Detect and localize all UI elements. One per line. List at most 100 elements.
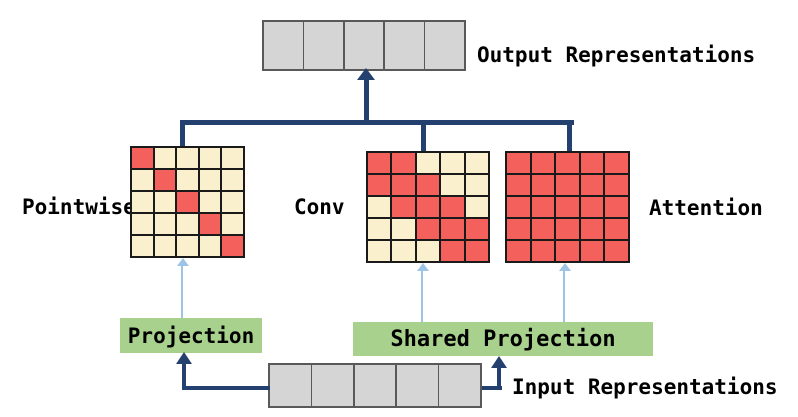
matrix-cell: [531, 153, 555, 173]
input-representations-row: [268, 363, 482, 408]
matrix-cell: [177, 214, 198, 234]
matrix-cell: [580, 197, 604, 217]
matrix-cell: [441, 197, 464, 217]
matrix-cell: [441, 219, 464, 239]
token-cell: [384, 22, 424, 69]
matrix-cell: [441, 175, 464, 195]
matrix-cell: [416, 197, 440, 217]
matrix-cell: [605, 175, 628, 195]
matrix-cell: [465, 175, 488, 195]
matrix-cell: [132, 170, 153, 190]
input-to-shared-vline: [497, 366, 501, 390]
matrix-cell: [222, 236, 243, 256]
input-to-projection-vline: [182, 362, 186, 390]
matrix-cell: [580, 219, 604, 239]
input-to-shared-hline: [482, 386, 502, 390]
matrix-cell: [507, 175, 530, 195]
attention-label: Attention: [649, 196, 763, 220]
matrix-cell: [177, 148, 198, 168]
matrix-cell: [132, 214, 153, 234]
matrix-cell: [392, 219, 415, 239]
matrix-cell: [531, 175, 555, 195]
conv-label: Conv: [294, 195, 345, 219]
matrix-cell: [605, 197, 628, 217]
matrix-cell: [465, 153, 488, 173]
matrix-cell: [222, 192, 243, 212]
matrix-cell: [416, 153, 440, 173]
projection-box-label: Projection: [127, 323, 255, 348]
matrix-cell: [392, 241, 415, 261]
shared-projection-box: Shared Projection: [353, 322, 653, 356]
matrix-cell: [556, 153, 579, 173]
conv-branch-line: [421, 122, 426, 153]
matrix-cell: [416, 241, 440, 261]
matrix-cell: [154, 192, 176, 212]
projection-box: Projection: [120, 318, 262, 353]
matrix-cell: [465, 197, 488, 217]
matrix-cell: [556, 241, 579, 261]
matrix-cell: [154, 236, 176, 256]
matrix-cell: [392, 197, 415, 217]
output-trunk-line: [364, 79, 369, 122]
input-to-shared-arrowhead-icon: [491, 356, 507, 368]
matrix-cell: [368, 153, 391, 173]
matrix-cell: [222, 148, 243, 168]
matrix-cell: [416, 175, 440, 195]
matrix-cell: [199, 236, 221, 256]
matrix-cell: [392, 175, 415, 195]
matrix-cell: [507, 153, 530, 173]
matrix-cell: [154, 148, 176, 168]
matrix-cell: [605, 219, 628, 239]
matrix-cell: [132, 148, 153, 168]
shared-to-attention-line: [563, 270, 565, 322]
matrix-cell: [441, 153, 464, 173]
input-representations-label: Input Representations: [512, 375, 778, 399]
matrix-cell: [199, 214, 221, 234]
shared-projection-box-label: Shared Projection: [390, 326, 616, 352]
matrix-cell: [507, 219, 530, 239]
matrix-cell: [465, 241, 488, 261]
matrix-cell: [556, 175, 579, 195]
matrix-cell: [368, 197, 391, 217]
matrix-cell: [580, 175, 604, 195]
attention-matrix: [505, 151, 630, 263]
input-to-projection-arrowhead-icon: [176, 352, 192, 364]
projection-to-pointwise-line: [181, 265, 183, 318]
pointwise-matrix: [130, 146, 245, 258]
matrix-cell: [507, 197, 530, 217]
output-arrowhead-icon: [357, 68, 375, 80]
token-cell: [425, 22, 464, 69]
matrix-cell: [580, 153, 604, 173]
matrix-cell: [132, 236, 153, 256]
token-cell: [439, 365, 480, 406]
shared-to-conv-line: [421, 270, 423, 322]
matrix-cell: [465, 219, 488, 239]
matrix-cell: [507, 241, 530, 261]
pointwise-label: Pointwise: [22, 195, 136, 219]
matrix-cell: [556, 197, 579, 217]
matrix-cell: [368, 219, 391, 239]
input-to-projection-hline: [182, 386, 270, 390]
matrix-cell: [154, 214, 176, 234]
token-cell: [396, 365, 438, 406]
token-cell: [344, 22, 384, 69]
matrix-cell: [531, 197, 555, 217]
projection-to-pointwise-arrowhead-icon: [177, 258, 189, 266]
token-cell: [354, 365, 396, 406]
token-cell: [304, 22, 344, 69]
matrix-cell: [199, 148, 221, 168]
matrix-cell: [531, 241, 555, 261]
matrix-cell: [392, 153, 415, 173]
matrix-cell: [177, 192, 198, 212]
matrix-cell: [222, 170, 243, 190]
attention-branch-line: [567, 122, 572, 153]
matrix-cell: [132, 192, 153, 212]
matrix-cell: [605, 153, 628, 173]
branch-bar-line: [180, 120, 574, 125]
token-cell: [270, 365, 311, 406]
matrix-cell: [222, 214, 243, 234]
shared-to-conv-arrowhead-icon: [417, 263, 429, 271]
matrix-cell: [441, 241, 464, 261]
matrix-cell: [199, 170, 221, 190]
